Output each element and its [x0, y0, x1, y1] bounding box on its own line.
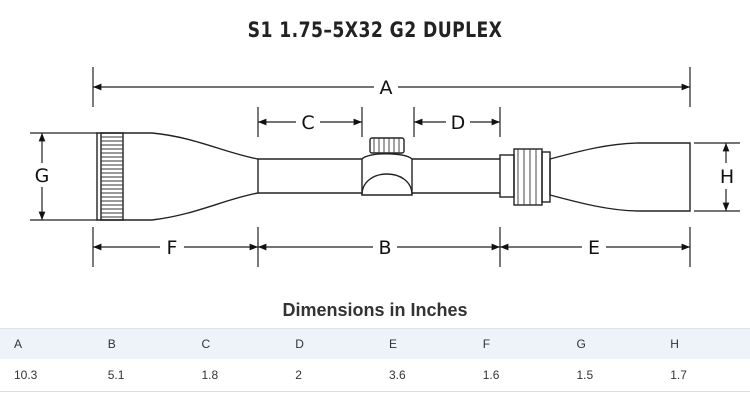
value-f: 1.6	[482, 368, 500, 382]
objective-ring	[100, 132, 124, 221]
header-e: E	[389, 337, 398, 351]
power-ring	[499, 154, 515, 198]
label-g: G	[35, 165, 50, 187]
label-h: H	[720, 166, 734, 188]
elevation-turret	[369, 137, 405, 154]
value-e: 3.6	[389, 368, 406, 382]
label-c: C	[301, 112, 314, 134]
turret-housing	[361, 153, 413, 196]
label-f: F	[167, 237, 178, 259]
table-title: Dimensions in Inches	[282, 300, 468, 320]
value-b: 5.1	[107, 368, 125, 382]
header-b: B	[107, 337, 116, 351]
header-f: F	[482, 337, 491, 351]
value-g: 1.5	[576, 368, 594, 382]
scope-outline	[96, 132, 691, 221]
label-d: D	[451, 112, 466, 134]
value-d: 2	[295, 368, 302, 382]
label-a: A	[380, 77, 393, 99]
header-c: C	[201, 337, 211, 351]
eyepiece	[549, 142, 691, 212]
value-a: 10.3	[14, 368, 38, 382]
value-c: 1.8	[201, 368, 219, 382]
header-a: A	[14, 337, 23, 351]
scope-dimension-diagram: A C D G H F B E	[30, 67, 740, 267]
label-e: E	[588, 237, 600, 259]
main-tube	[258, 158, 362, 194]
header-g: G	[576, 337, 586, 351]
header-h: H	[670, 337, 679, 351]
header-d: D	[295, 337, 304, 351]
value-h: 1.7	[670, 368, 687, 382]
objective-bell	[96, 132, 259, 221]
table-row: 10.3 5.1 1.8 2 3.6 1.6 1.5 1.7	[0, 359, 750, 392]
knurling	[101, 136, 537, 218]
dimension-lines	[30, 67, 740, 267]
table-header-row: A B C D E F G H	[0, 328, 750, 359]
page-title: S1 1.75–5X32 G2 DUPLEX	[247, 18, 503, 42]
rear-tube	[412, 158, 500, 194]
label-b: B	[378, 237, 391, 259]
dimensions-table: A B C D E F G H 10.3 5.1 1.8 2 3.6 1.6 1…	[0, 328, 750, 392]
